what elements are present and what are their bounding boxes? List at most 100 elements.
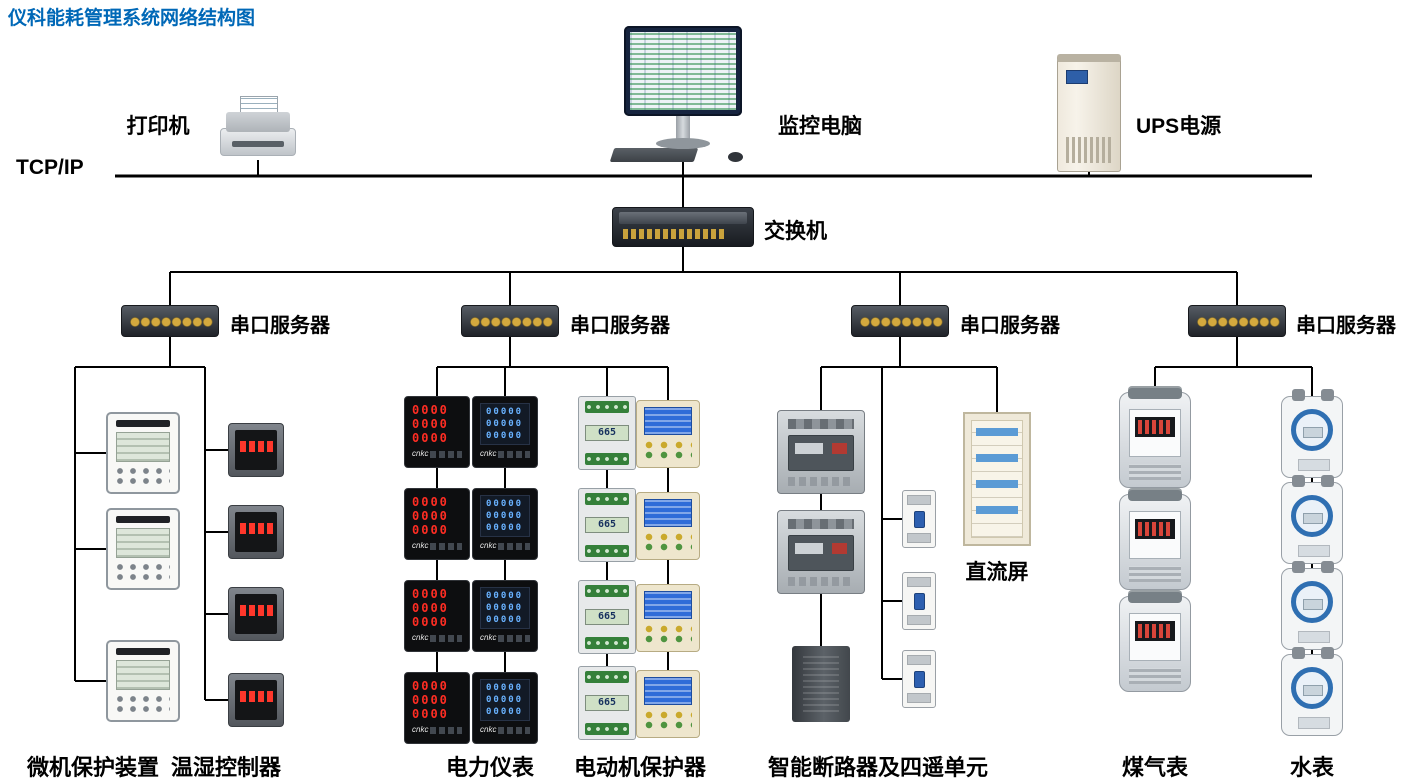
breaker-toggle xyxy=(913,510,925,528)
printer-icon xyxy=(220,96,296,162)
tcpip-label: TCP/IP xyxy=(16,156,84,179)
device-lcd xyxy=(116,432,170,462)
meter-digits: 00000 xyxy=(486,707,524,717)
ups-label: UPS电源 xyxy=(1136,115,1222,138)
serial-server-label: 串口服务器 xyxy=(230,315,330,337)
meter-digits: 00000 xyxy=(486,615,524,625)
network-switch-icon xyxy=(612,207,754,247)
meter-digits: 0000 xyxy=(412,707,449,721)
meter-digits: 00000 xyxy=(486,511,524,521)
serial-server-icon xyxy=(461,305,559,337)
meter-digits: 0000 xyxy=(412,431,449,445)
meter-digits: 00000 xyxy=(486,419,524,429)
motor-protector-din-icon: 665 xyxy=(578,666,636,740)
breaker-toggle xyxy=(913,592,925,610)
meter-digits: 0000 xyxy=(412,615,449,629)
serial-server-label: 串口服务器 xyxy=(1296,315,1396,337)
printer-body xyxy=(220,128,296,156)
gas-meter-icon xyxy=(1119,488,1191,590)
meter-brand: cnkc xyxy=(480,633,497,642)
breaker-panel xyxy=(788,535,854,571)
meter-buttons xyxy=(430,634,462,642)
din-lcd: 665 xyxy=(585,425,629,441)
serial-server-label: 串口服务器 xyxy=(570,315,670,337)
temp-humidity-controller-icon xyxy=(228,587,284,641)
serial-server-label: 串口服务器 xyxy=(960,315,1060,337)
dc-panel-label: 直流屏 xyxy=(965,561,1029,584)
motor-protector-din-icon: 665 xyxy=(578,396,636,470)
keyboard-icon xyxy=(609,148,699,162)
meter-digits: 0000 xyxy=(412,601,449,615)
water-meter-icon xyxy=(1281,647,1343,736)
gas-meter-icon xyxy=(1119,386,1191,488)
meter-digits: 0000 xyxy=(412,523,449,537)
motor-protector-controller-icon xyxy=(636,670,700,738)
motor-protector-controller-icon xyxy=(636,584,700,652)
meter-buttons xyxy=(430,542,462,550)
mcb-breaker-icon xyxy=(902,572,936,630)
meter-digits: 0000 xyxy=(412,417,449,431)
protection-device-icon xyxy=(106,412,180,494)
meter-buttons xyxy=(430,726,462,734)
serial-server-icon xyxy=(1188,305,1286,337)
water-meter-dial xyxy=(1291,581,1333,623)
water-meter-icon xyxy=(1281,389,1343,478)
meter-digits: 00000 xyxy=(486,695,524,705)
meter-display: 00000 00000 00000 xyxy=(480,403,530,445)
serial-server-icon xyxy=(851,305,949,337)
group-label-gas-meter: 煤气表 xyxy=(1121,755,1188,780)
meter-digits: 0000 xyxy=(412,495,449,509)
meter-buttons xyxy=(498,450,530,458)
group-label-temp-humidity: 温湿控制器 xyxy=(170,755,281,780)
meter-digits: 0000 xyxy=(412,679,449,693)
meter-digits: 00000 xyxy=(486,407,524,417)
motor-protector-controller-icon xyxy=(636,492,700,560)
meter-buttons xyxy=(430,450,462,458)
meter-buttons xyxy=(498,634,530,642)
breaker-panel xyxy=(788,435,854,471)
water-meter-dial xyxy=(1291,409,1333,451)
meter-buttons xyxy=(498,726,530,734)
meter-brand: cnkc xyxy=(412,725,429,734)
protection-device-icon xyxy=(106,508,180,590)
device-lcd xyxy=(116,528,170,558)
mcb-breaker-icon xyxy=(902,650,936,708)
din-lcd: 665 xyxy=(585,609,629,625)
dc-panel-icon xyxy=(963,412,1031,546)
motor-protector-din-icon: 665 xyxy=(578,488,636,562)
meter-brand: cnkc xyxy=(412,633,429,642)
meter-digits: 00000 xyxy=(486,431,524,441)
water-meter-icon xyxy=(1281,475,1343,564)
printer-label: 打印机 xyxy=(126,115,190,138)
water-meter-dial xyxy=(1291,667,1333,709)
motor-protector-din-icon: 665 xyxy=(578,580,636,654)
switch-label: 交换机 xyxy=(764,220,827,243)
ups-icon xyxy=(1057,54,1121,172)
group-label-motor-protector: 电动机保护器 xyxy=(573,755,706,780)
serial-server-icon xyxy=(121,305,219,337)
protection-device-icon xyxy=(106,640,180,722)
meter-digits: 0000 xyxy=(412,403,449,417)
air-circuit-breaker-icon xyxy=(777,410,865,494)
monitoring-computer-icon xyxy=(609,26,756,166)
motor-protector-controller-icon xyxy=(636,400,700,468)
group-label-breaker: 智能断路器及四遥单元 xyxy=(767,755,988,780)
water-meter-icon xyxy=(1281,561,1343,650)
temp-humidity-controller-icon xyxy=(228,505,284,559)
breaker-toggle xyxy=(913,670,925,688)
meter-brand: cnkc xyxy=(480,541,497,550)
mcb-breaker-icon xyxy=(902,490,936,548)
gas-meter-icon xyxy=(1119,590,1191,692)
